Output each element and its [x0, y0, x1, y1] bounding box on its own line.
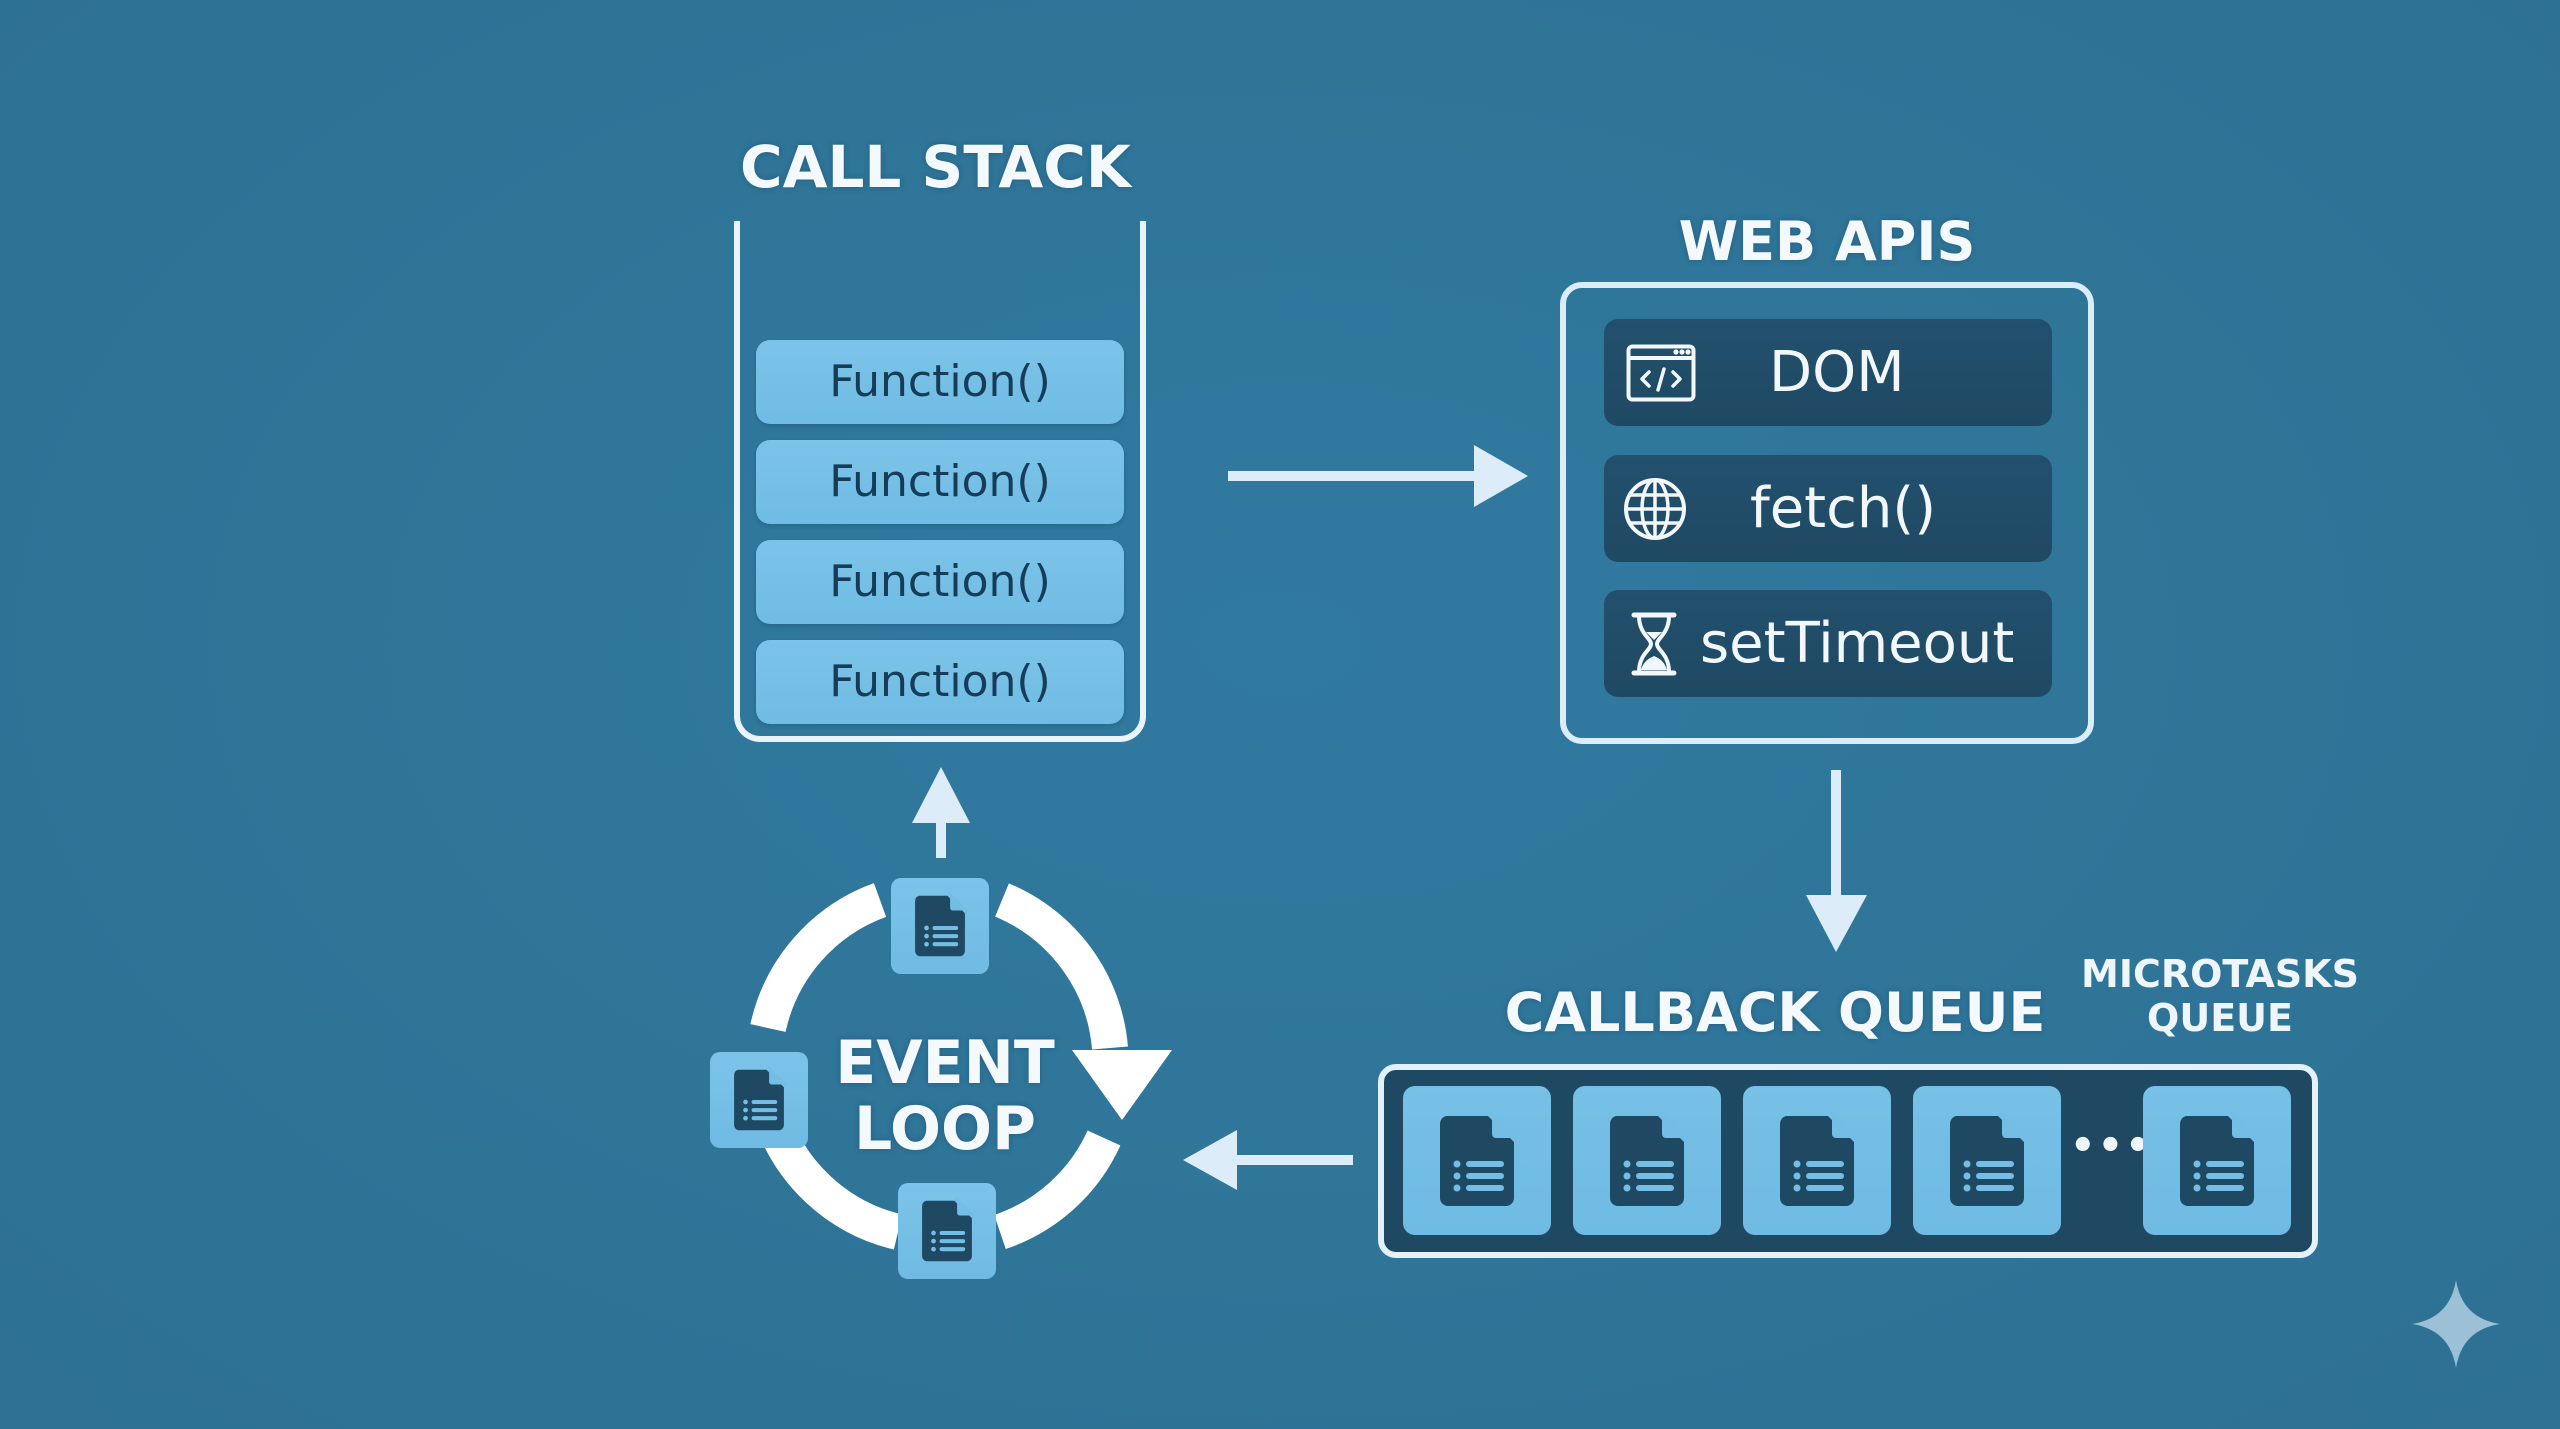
- web-api-fetch: fetch(): [1604, 455, 2052, 562]
- stack-frame: Function(): [756, 640, 1124, 724]
- document-list-icon: [732, 1065, 788, 1132]
- web-api-label: DOM: [1769, 340, 1905, 405]
- loop-task-top: [891, 878, 989, 974]
- loop-arc-top-left: [750, 883, 887, 1033]
- microtasks-title-line1: MICROTASKS: [2081, 952, 2359, 996]
- arrow-callback-queue-to-event-loop: [1183, 1130, 1353, 1190]
- web-apis-container: [1560, 282, 2094, 744]
- queue-task: [1573, 1086, 1721, 1235]
- sparkle-icon: [2412, 1280, 2500, 1368]
- document-list-icon: [913, 891, 969, 958]
- event-loop-label-line1: EVENT: [835, 1028, 1055, 1098]
- arrow-call-stack-to-web-apis: [1228, 445, 1528, 507]
- microtasks-title-line2: QUEUE: [2147, 996, 2293, 1040]
- web-api-label: fetch(): [1750, 476, 1937, 541]
- queue-task: [1403, 1086, 1551, 1235]
- loop-arc-bottom-right: [993, 1130, 1121, 1250]
- microtask: [2143, 1086, 2291, 1235]
- call-stack-container: [734, 221, 1146, 742]
- call-stack-title: CALL STACK: [740, 133, 1131, 201]
- web-api-dom: DOM: [1604, 319, 2052, 426]
- web-api-label: setTimeout: [1700, 611, 2015, 676]
- web-api-settimeout: setTimeout: [1604, 590, 2052, 697]
- arrow-web-apis-to-callback-queue: [1806, 770, 1867, 952]
- web-apis-title: WEB APIS: [1678, 210, 1976, 273]
- hourglass-icon: [1631, 590, 1677, 697]
- microtasks-queue-title: MICROTASKS QUEUE: [2070, 952, 2370, 1040]
- queue-task: [1913, 1086, 2061, 1235]
- queue-task: [1743, 1086, 1891, 1235]
- loop-task-left: [710, 1052, 808, 1148]
- event-loop-label-line2: LOOP: [853, 1094, 1037, 1164]
- document-list-icon: [920, 1196, 976, 1263]
- stack-frame: Function(): [756, 340, 1124, 424]
- stack-frame: Function(): [756, 440, 1124, 524]
- arrow-event-loop-to-call-stack: [912, 767, 970, 858]
- stack-frame: Function(): [756, 540, 1124, 624]
- loop-arc-top-right: [994, 883, 1128, 1050]
- callback-queue-title: CALLBACK QUEUE: [1504, 981, 2046, 1044]
- browser-code-icon: [1626, 319, 1696, 426]
- loop-arrowhead-icon: [1072, 1050, 1172, 1120]
- globe-icon: [1622, 455, 1688, 562]
- event-loop-label: EVENT LOOP: [800, 1030, 1090, 1162]
- loop-task-bottom: [898, 1183, 996, 1279]
